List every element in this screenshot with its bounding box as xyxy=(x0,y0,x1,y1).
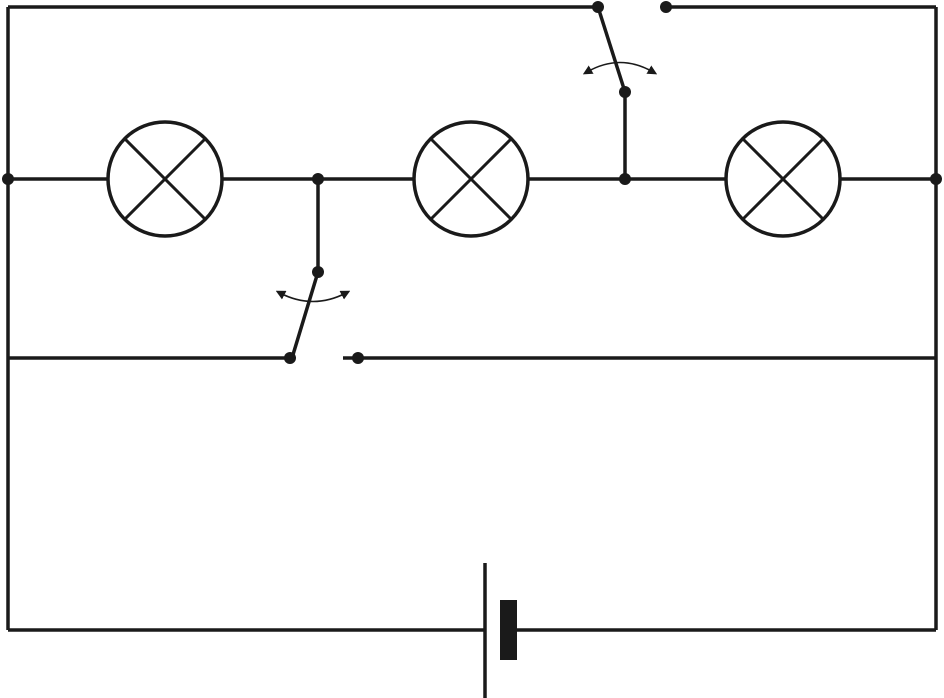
double-arrow-icon xyxy=(275,290,351,303)
switch-pivot-dot xyxy=(312,266,324,278)
switch-contact-dot xyxy=(284,352,296,364)
junction-dot xyxy=(312,173,324,185)
junction-dot xyxy=(2,173,14,185)
lamp-1 xyxy=(106,120,224,238)
switch-contact-dot xyxy=(660,1,672,13)
switch-1 xyxy=(275,271,351,359)
switch-icon xyxy=(290,271,320,359)
switch-2 xyxy=(582,6,658,93)
switch-contact-dot xyxy=(352,352,364,364)
battery-negative-plate xyxy=(500,600,517,660)
wires xyxy=(6,5,938,632)
lamp-2 xyxy=(412,120,530,238)
battery xyxy=(483,563,517,698)
lamp-3 xyxy=(724,120,842,238)
switch-pivot-dot xyxy=(619,86,631,98)
junction-dot xyxy=(930,173,942,185)
double-arrow-icon xyxy=(582,61,658,75)
switch-contact-dot xyxy=(592,1,604,13)
junctions xyxy=(2,1,942,364)
junction-dot xyxy=(619,173,631,185)
switch-icon xyxy=(596,6,627,93)
